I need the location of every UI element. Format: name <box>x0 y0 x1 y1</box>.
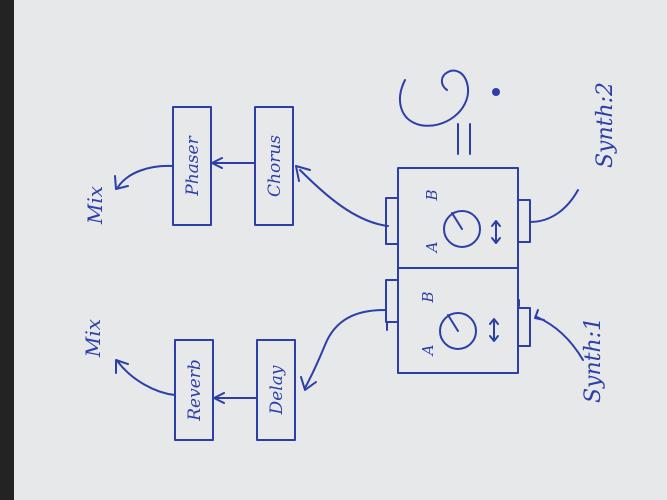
synth-1-input-jack <box>517 307 531 347</box>
reverb-label: Reverb <box>185 359 205 422</box>
question-mark-dot <box>492 88 500 96</box>
reverb-to-mix-arrow <box>115 359 176 396</box>
reverb-box: Reverb <box>174 339 214 441</box>
delay-label: Delay <box>267 365 287 415</box>
chorus-label: Chorus <box>265 135 285 197</box>
equals-question-mark <box>399 69 500 155</box>
synth-2-label: Synth:2 <box>593 82 618 168</box>
top-channel-output-jack <box>385 197 399 245</box>
bottom-channel-knob <box>439 312 477 350</box>
delay-box: Delay <box>256 339 296 441</box>
delay-to-reverb-arrow <box>213 392 258 404</box>
mix-bottom-label: Mix <box>81 319 105 358</box>
phaser-to-mix-arrow <box>114 164 174 190</box>
mixer-to-delay-curve <box>300 309 386 391</box>
bottom-channel-output-jack <box>385 279 399 323</box>
top-channel-knob <box>443 210 481 248</box>
bottom-channel-label-a: A <box>419 344 437 357</box>
synth-1-cable <box>534 309 584 361</box>
equals-sign <box>457 123 471 155</box>
chorus-box: Chorus <box>254 106 294 226</box>
mix-top-label: Mix <box>83 186 107 225</box>
phaser-label: Phaser <box>183 135 203 196</box>
bottom-channel-label-b: B <box>419 291 437 303</box>
synth-2-cable <box>529 189 579 223</box>
bottom-channel-range-arrow <box>489 318 499 342</box>
top-channel-range-arrow <box>491 220 501 244</box>
question-mark <box>399 69 470 127</box>
chorus-to-phaser-arrow <box>211 157 256 169</box>
mixer-unit: A B A B <box>385 167 531 374</box>
top-channel-label-a: A <box>423 241 441 254</box>
paper-background <box>14 0 667 500</box>
mixer-to-chorus-curve <box>295 165 389 227</box>
synth-1-label: Synth:1 <box>581 317 606 403</box>
top-channel-label-b: B <box>423 189 441 201</box>
